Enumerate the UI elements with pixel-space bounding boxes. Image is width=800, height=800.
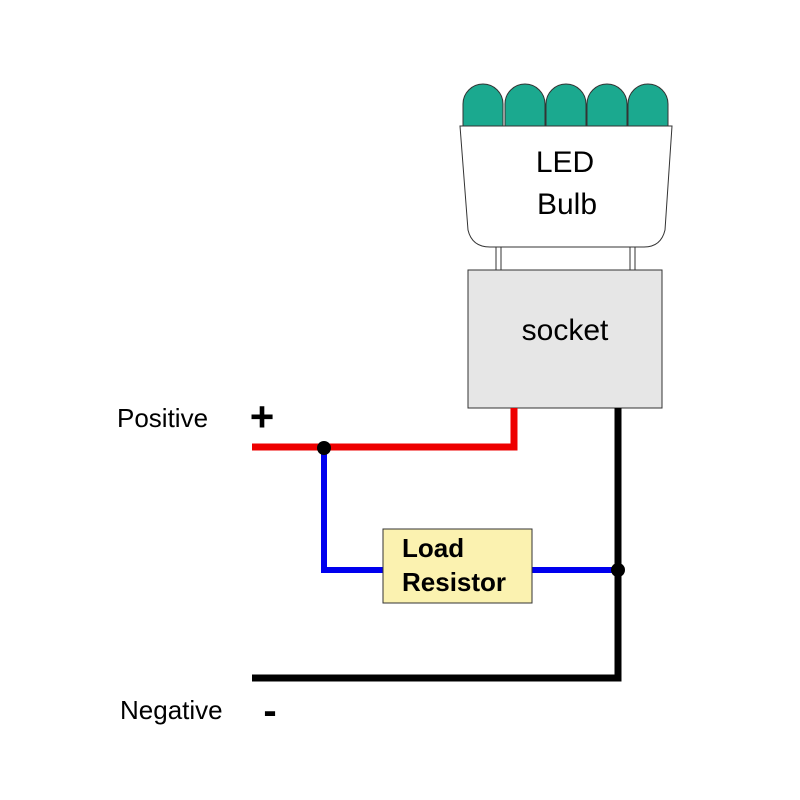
bulb-label-line2: Bulb <box>537 188 597 221</box>
bulb-pins <box>495 246 636 271</box>
led-domes <box>462 83 669 127</box>
positive-label: Positive <box>117 403 208 433</box>
led-dome <box>504 83 546 127</box>
junction-dot-positive <box>317 441 331 455</box>
junction-dot-negative <box>611 563 625 577</box>
led-dome <box>586 83 628 127</box>
negative-label: Negative <box>120 695 223 725</box>
led-dome <box>462 83 504 127</box>
led-dome <box>545 83 587 127</box>
negative-wire <box>252 408 622 682</box>
bulb-pin <box>629 246 636 271</box>
resistor-label-line1: Load <box>402 533 464 563</box>
positive-symbol: + <box>250 393 275 440</box>
load-resistor <box>382 528 533 604</box>
bulb-label-line1: LED <box>536 146 594 179</box>
negative-symbol: - <box>263 689 276 733</box>
bulb-pin <box>495 246 502 271</box>
socket-label: socket <box>522 314 609 347</box>
resistor-label-line2: Resistor <box>402 567 506 597</box>
led-bulb-body <box>459 125 673 248</box>
resistor-wire-left <box>321 447 383 573</box>
led-dome <box>627 83 669 127</box>
positive-wire <box>252 408 518 451</box>
socket-box <box>467 269 663 409</box>
